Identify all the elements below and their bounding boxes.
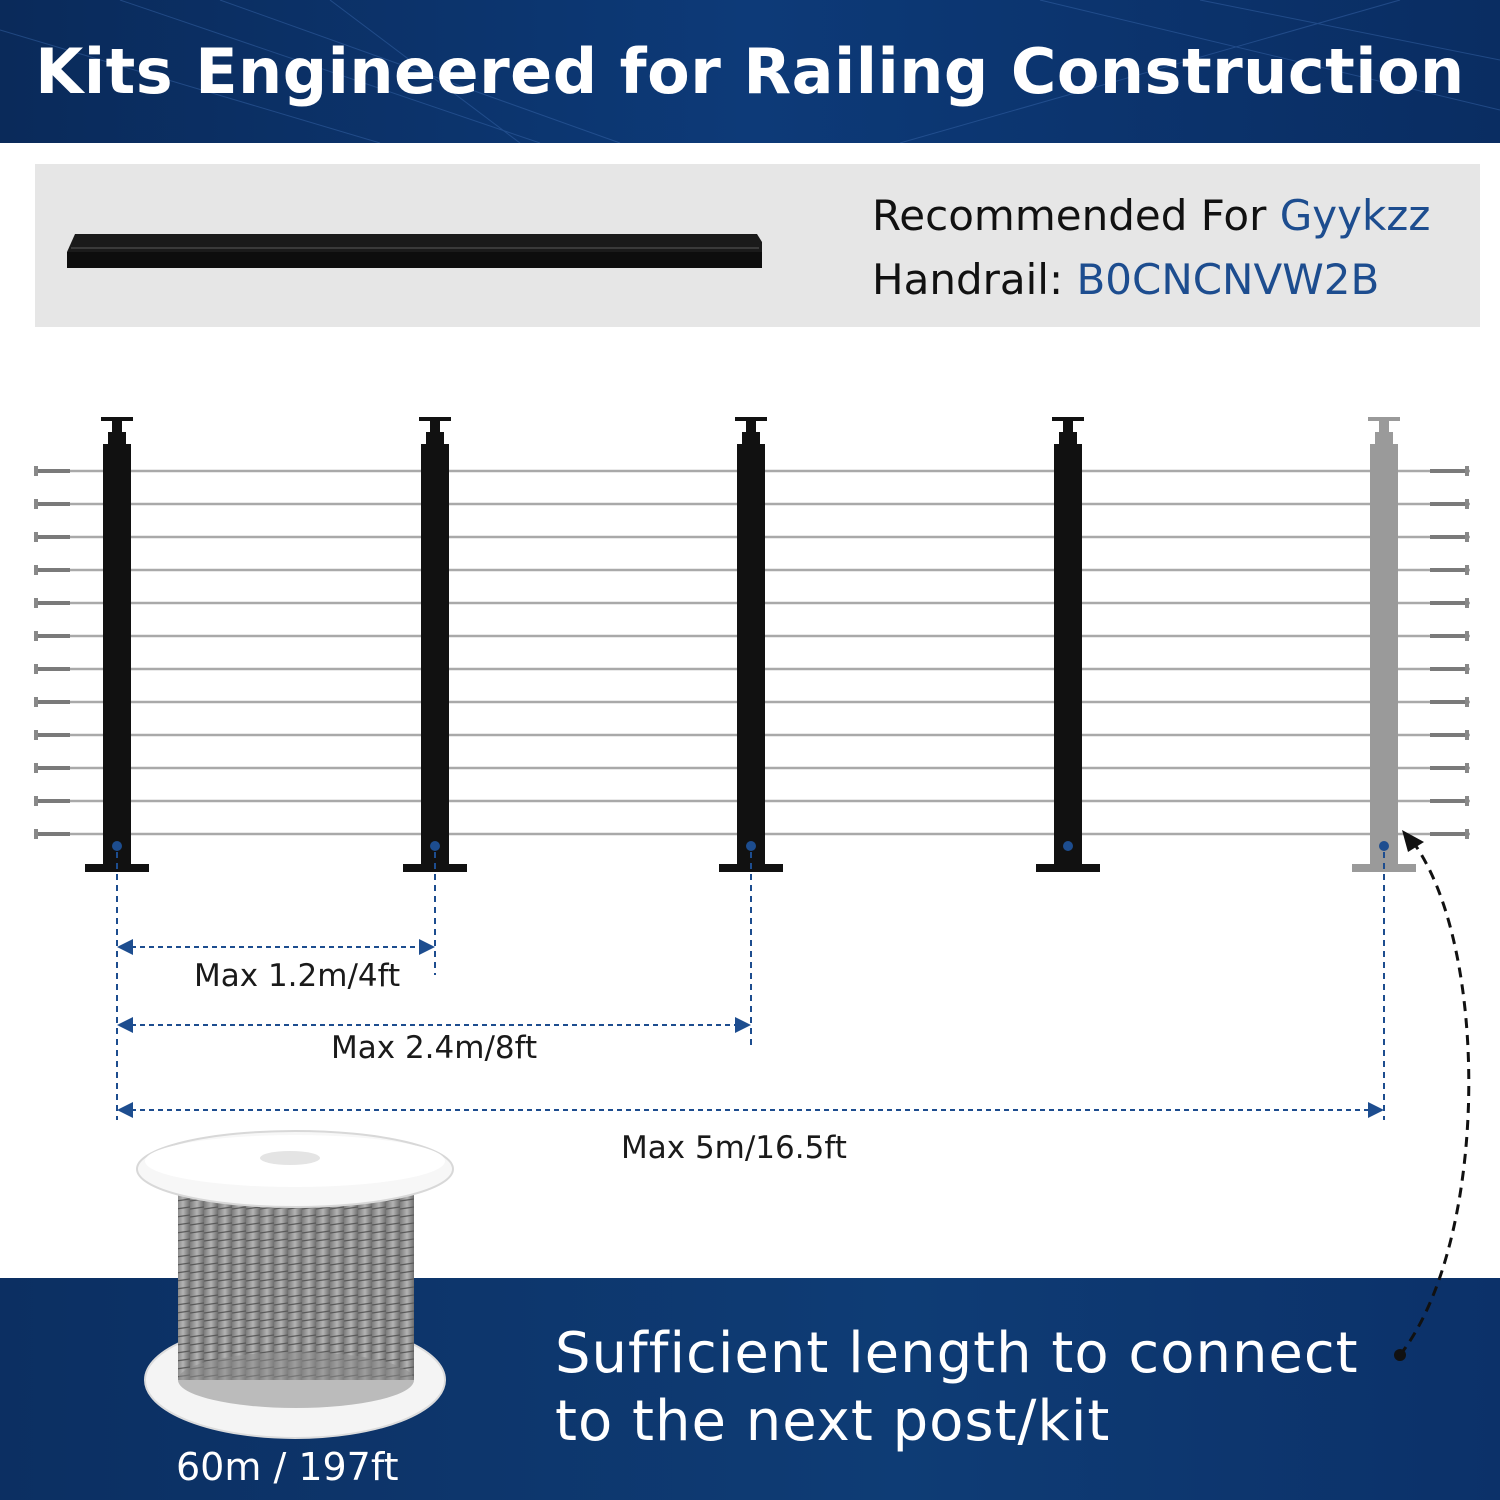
arrow-head <box>1402 830 1424 852</box>
spool-length-label: 60m / 197ft <box>176 1445 399 1489</box>
post-top-plate <box>1052 417 1084 421</box>
header-decor-lines <box>0 0 1500 143</box>
cable-end-cap-left <box>34 730 38 740</box>
post-body <box>421 444 449 868</box>
footer-line-2: to the next post/kit <box>555 1389 1111 1454</box>
cable-end-cap-left <box>34 829 38 839</box>
post-base-plate <box>1036 864 1100 872</box>
dimension-label-3: Max 5m/16.5ft <box>621 1130 847 1166</box>
cable-end-cap-right <box>1465 631 1469 641</box>
connection-arrow <box>1394 830 1471 1361</box>
post-top-connector <box>1063 421 1073 439</box>
recommendation-text: Recommended For Gyykzz Handrail: B0CNCNV… <box>872 184 1430 312</box>
dimension-arrow-right <box>735 1017 751 1033</box>
cable-end-cap-left <box>34 532 38 542</box>
cable-end-cap-right <box>1465 796 1469 806</box>
brand-name: Gyykzz <box>1279 191 1431 240</box>
dimension-arrow-left <box>117 1017 133 1033</box>
post-body <box>1054 444 1082 868</box>
recommended-for-label: Recommended For <box>872 191 1280 240</box>
cable-end-cap-left <box>34 763 38 773</box>
post-top-bracket <box>742 432 760 444</box>
recommendation-panel: Recommended For Gyykzz Handrail: B0CNCNV… <box>35 164 1480 327</box>
dimension-arrow-left <box>117 939 133 955</box>
handrail-label: Handrail: <box>872 255 1077 304</box>
post-body <box>737 444 765 868</box>
dimension-label-1: Max 1.2m/4ft <box>194 958 401 994</box>
dimension-label-2: Max 2.4m/8ft <box>331 1030 538 1066</box>
post-top-plate <box>101 417 133 421</box>
post-body <box>103 444 131 868</box>
post-top-bracket <box>108 432 126 444</box>
cable-end-cap-left <box>34 631 38 641</box>
cable-end-cap-left <box>34 466 38 476</box>
cable-end-cap-right <box>1465 664 1469 674</box>
page-title: Kits Engineered for Railing Construction <box>35 35 1465 108</box>
post-center-dot <box>112 841 122 851</box>
cable-end-cap-right <box>1465 763 1469 773</box>
cable-end-cap-right <box>1465 697 1469 707</box>
post-top-bracket <box>1059 432 1077 444</box>
railing-diagram <box>34 417 1470 1120</box>
dimension-arrow-left <box>117 1102 133 1118</box>
cable-end-cap-left <box>34 565 38 575</box>
cable-end-cap-right <box>1465 829 1469 839</box>
dimension-arrow-right <box>1368 1102 1384 1118</box>
post-top-plate <box>419 417 451 421</box>
post-top-plate <box>1368 417 1400 421</box>
post-center-dot <box>430 841 440 851</box>
post-center-dot <box>746 841 756 851</box>
cable-end-cap-left <box>34 664 38 674</box>
recommendation-line-2: Handrail: B0CNCNVW2B <box>872 248 1430 312</box>
post-body <box>1370 444 1398 868</box>
post-top-bracket <box>1375 432 1393 444</box>
footer-line-1: Sufficient length to connect <box>555 1321 1359 1386</box>
cable-end-cap-right <box>1465 466 1469 476</box>
post-center-dot <box>1063 841 1073 851</box>
footer-message: Sufficient length to connect to the next… <box>555 1320 1359 1456</box>
cable-end-cap-right <box>1465 598 1469 608</box>
dimension-arrow-right <box>419 939 435 955</box>
cable-end-cap-right <box>1465 730 1469 740</box>
cable-spool-image <box>136 1130 454 1439</box>
arrow-origin-dot <box>1394 1349 1406 1361</box>
cable-end-cap-left <box>34 697 38 707</box>
cable-end-cap-right <box>1465 565 1469 575</box>
header-banner: Kits Engineered for Railing Construction <box>0 0 1500 143</box>
cable-end-cap-right <box>1465 532 1469 542</box>
handrail-asin: B0CNCNVW2B <box>1076 255 1380 304</box>
post-top-bracket <box>426 432 444 444</box>
post-top-connector <box>430 421 440 439</box>
cable-end-cap-left <box>34 598 38 608</box>
handrail-bar-image <box>67 234 762 268</box>
cable-end-cap-left <box>34 796 38 806</box>
cable-end-cap-right <box>1465 499 1469 509</box>
post-top-connector <box>112 421 122 439</box>
cable-end-cap-left <box>34 499 38 509</box>
post-top-plate <box>735 417 767 421</box>
post-center-dot <box>1379 841 1389 851</box>
recommendation-line-1: Recommended For Gyykzz <box>872 184 1430 248</box>
post-top-connector <box>746 421 756 439</box>
post-top-connector <box>1379 421 1389 439</box>
